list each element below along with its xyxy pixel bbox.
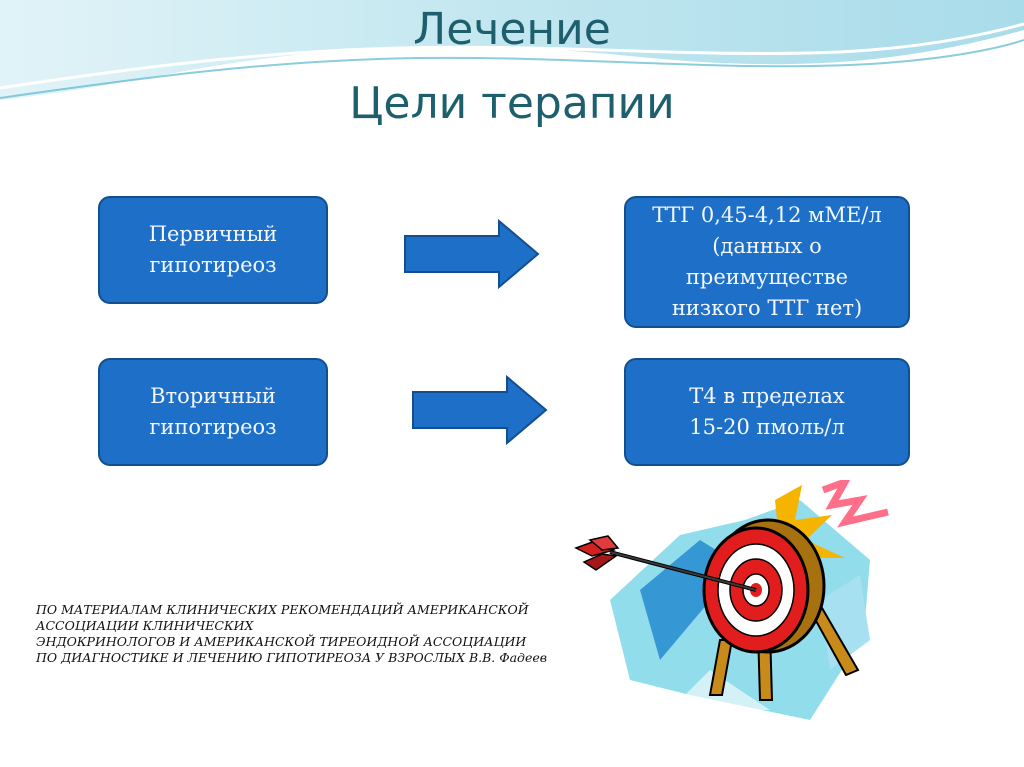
page-title: Лечение [413, 4, 611, 55]
arrow-right-icon [412, 374, 548, 446]
arrow-right-icon [404, 218, 540, 290]
page-subtitle: Цели терапии [349, 78, 675, 129]
source-footnote: ПО МАТЕРИАЛАМ КЛИНИЧЕСКИХ РЕКОМЕНДАЦИЙ А… [36, 602, 548, 665]
t4-target-box: Т4 в пределах 15-20 пмоль/л [624, 358, 910, 466]
primary-hypothyroidism-box: Первичный гипотиреоз [98, 196, 328, 304]
tsh-target-box: ТТГ 0,45-4,12 мМЕ/л (данных о преимущест… [624, 196, 910, 328]
wave-header-decoration [0, 0, 1024, 100]
target-with-arrow-icon [574, 480, 889, 720]
secondary-hypothyroidism-box: Вторичный гипотиреоз [98, 358, 328, 466]
